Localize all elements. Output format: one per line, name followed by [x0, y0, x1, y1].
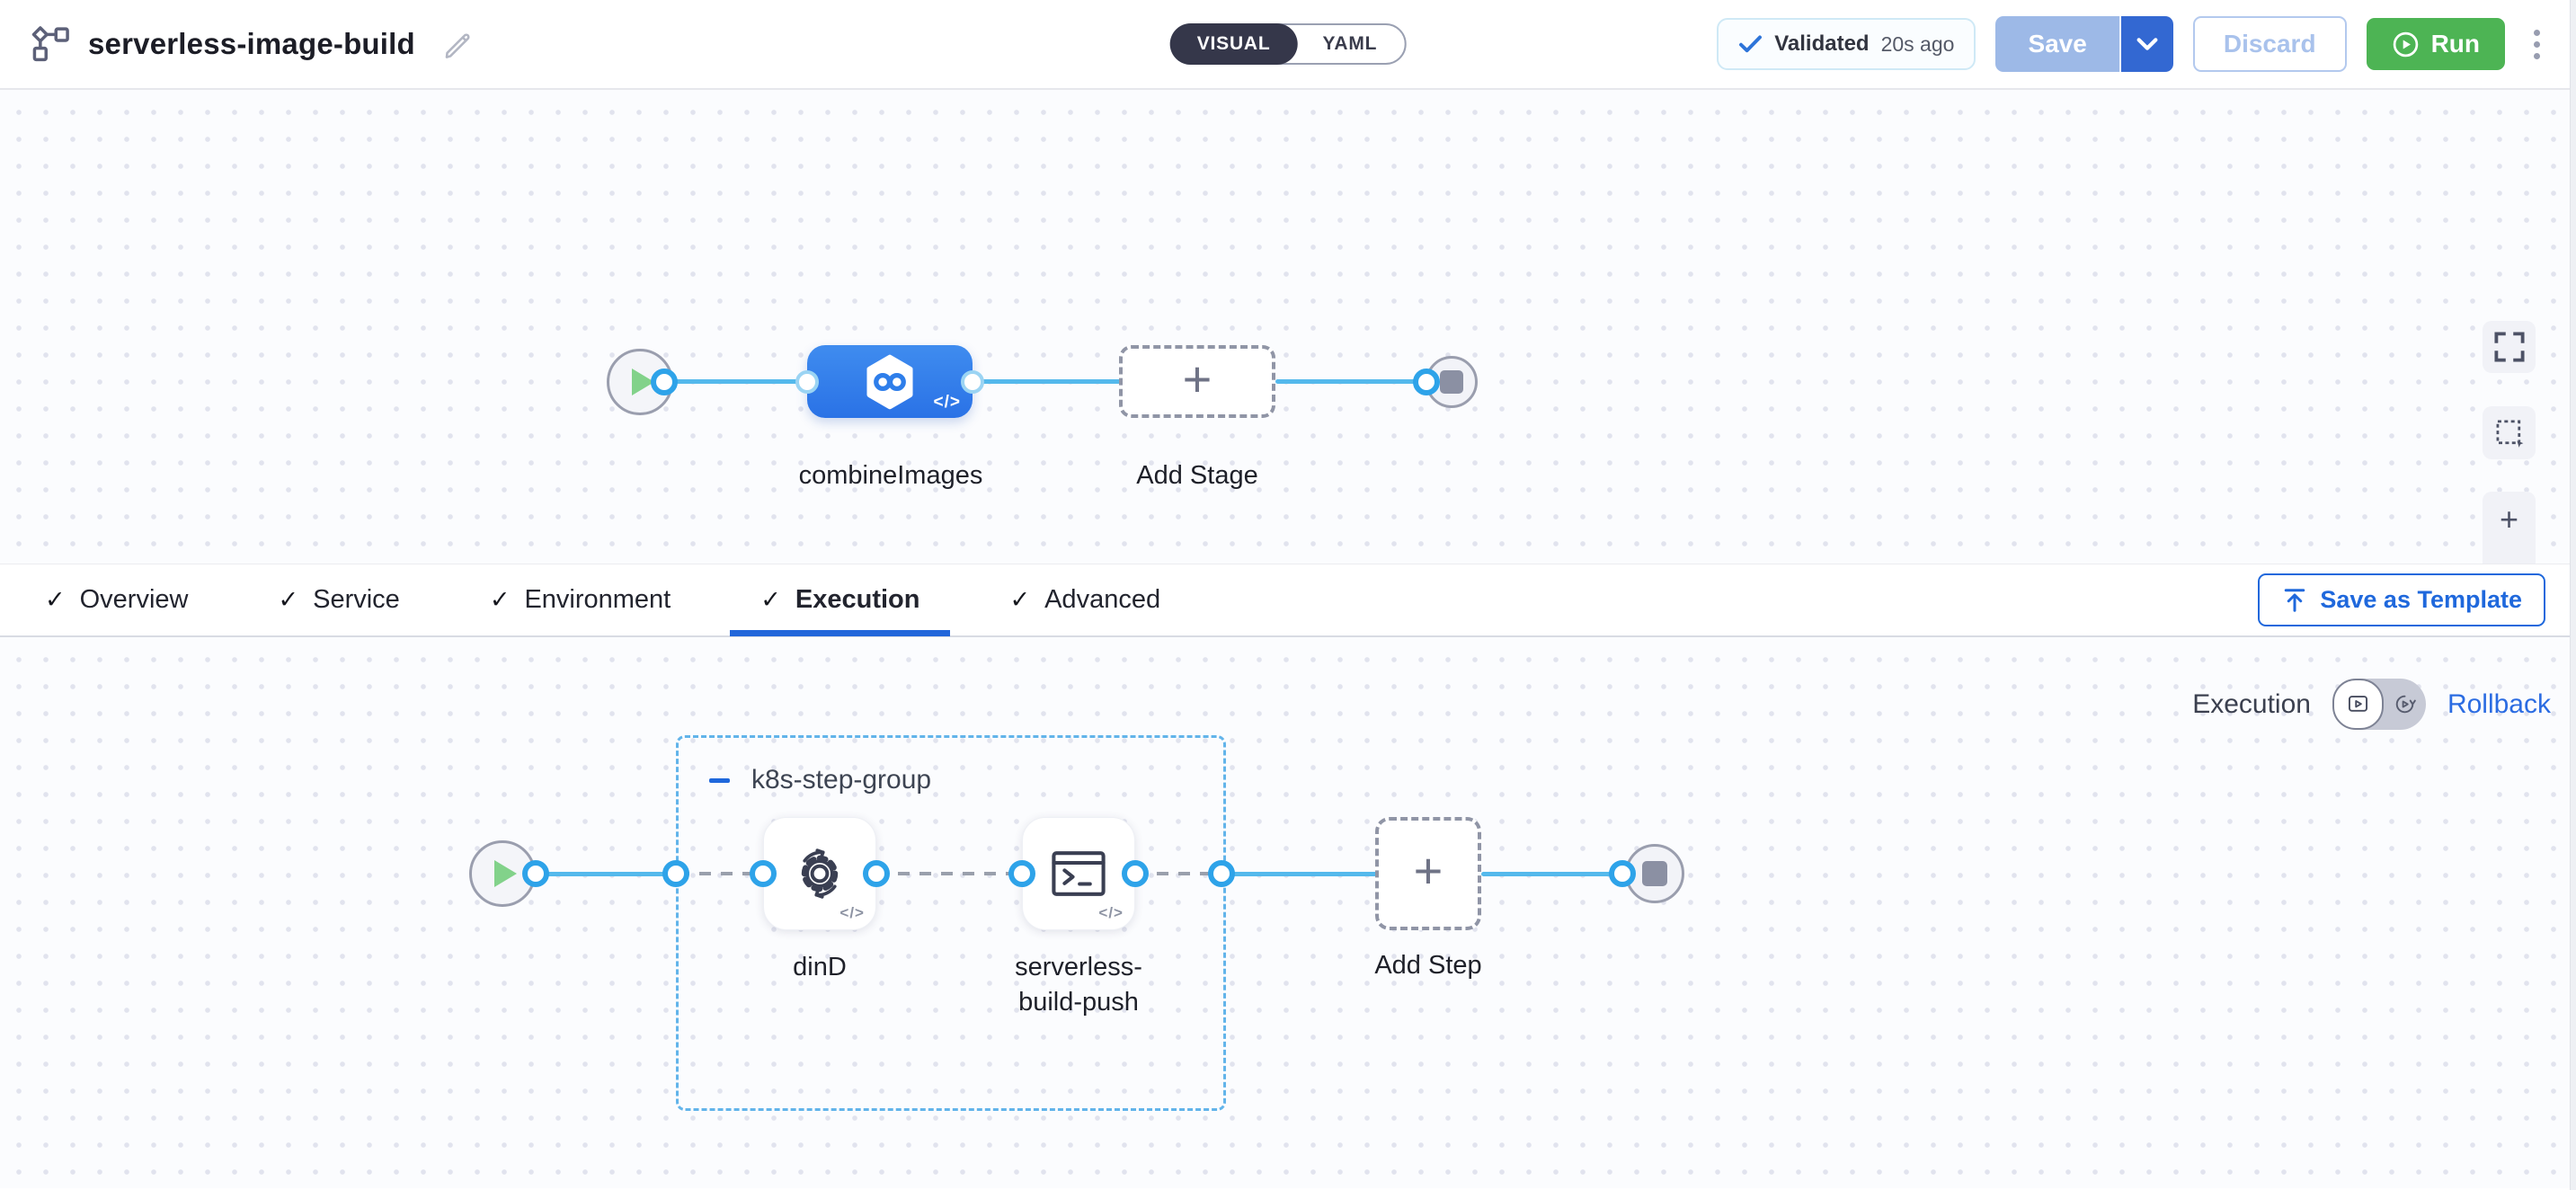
- add-stage-node[interactable]: +: [1119, 345, 1275, 418]
- step-node-serverless-build-push[interactable]: </>: [1022, 817, 1135, 930]
- stage-type-icon: [864, 354, 916, 410]
- tab-label: Execution: [795, 585, 920, 615]
- tab-service[interactable]: ✓ Service: [278, 564, 399, 635]
- header: serverless-image-build VISUAL YAML Valid…: [0, 0, 2576, 90]
- connector-line: [664, 379, 809, 384]
- connector-port[interactable]: [651, 369, 678, 395]
- add-step-node[interactable]: +: [1375, 817, 1481, 930]
- step-group-k8s[interactable]: k8s-step-group: [676, 735, 1226, 1111]
- connector-port[interactable]: [1008, 860, 1035, 887]
- connector-dashed-line: [876, 872, 1022, 875]
- validated-badge[interactable]: Validated 20s ago: [1717, 18, 1976, 70]
- chevron-down-icon: [2136, 37, 2158, 51]
- tab-advanced[interactable]: ✓ Advanced: [1009, 564, 1160, 635]
- connector-line: [1275, 379, 1428, 384]
- gear-sync-icon: [786, 840, 853, 907]
- execution-toggle-knob[interactable]: [2332, 679, 2384, 730]
- collapse-group-icon[interactable]: [709, 778, 730, 783]
- toggle-yaml[interactable]: YAML: [1296, 25, 1405, 63]
- stage-tabbar: ✓ Overview ✓ Service ✓ Environment ✓ Exe…: [0, 564, 2576, 637]
- validated-label: Validated: [1774, 31, 1869, 57]
- save-as-template-label: Save as Template: [2320, 586, 2522, 614]
- tab-check-icon: ✓: [490, 586, 511, 614]
- multi-select-button[interactable]: [2483, 406, 2536, 459]
- terminal-icon: [1046, 841, 1111, 906]
- header-actions: Validated 20s ago Save Discard Run: [1717, 16, 2549, 72]
- pipeline-title-group: serverless-image-build: [27, 24, 475, 64]
- add-stage-label: Add Stage: [1136, 458, 1257, 493]
- connector-port[interactable]: [1208, 860, 1235, 887]
- fit-screen-icon: [2492, 329, 2527, 365]
- page-title: serverless-image-build: [88, 27, 415, 61]
- add-step-label: Add Step: [1374, 948, 1481, 983]
- execution-mode-row: Execution Rollback: [2192, 679, 2551, 730]
- selection-icon: [2492, 415, 2527, 451]
- connector-port[interactable]: [795, 370, 819, 394]
- tab-overview[interactable]: ✓ Overview: [45, 564, 188, 635]
- run-label: Run: [2431, 30, 2480, 58]
- connector-port[interactable]: [662, 860, 689, 887]
- tab-check-icon: ✓: [1009, 586, 1030, 614]
- validated-time: 20s ago: [1881, 32, 1955, 57]
- execution-rollback-toggle[interactable]: [2332, 679, 2426, 730]
- upload-icon: [2281, 587, 2308, 614]
- connector-line: [973, 379, 1121, 384]
- stage-node-combineimages[interactable]: </>: [807, 345, 973, 418]
- execution-steps-icon: [2346, 692, 2370, 716]
- scrollbar[interactable]: [2570, 0, 2576, 1190]
- connector-port[interactable]: [1122, 860, 1149, 887]
- connector-port[interactable]: [1609, 860, 1636, 887]
- fit-to-screen-button[interactable]: [2483, 321, 2536, 373]
- connector-port[interactable]: [522, 860, 549, 887]
- run-play-icon: [2392, 31, 2420, 58]
- tab-check-icon: ✓: [760, 586, 781, 614]
- tab-label: Advanced: [1044, 585, 1160, 615]
- rollback-label[interactable]: Rollback: [2447, 689, 2551, 720]
- connector-line: [534, 872, 678, 876]
- connector-port[interactable]: [863, 860, 890, 887]
- end-stop-icon: [1642, 861, 1667, 886]
- rollback-icon: [2393, 692, 2417, 716]
- connector-port[interactable]: [961, 370, 984, 394]
- visual-yaml-toggle: VISUAL YAML: [1170, 23, 1407, 65]
- discard-button[interactable]: Discard: [2193, 16, 2347, 72]
- step-group-header: k8s-step-group: [709, 765, 931, 795]
- step-group-label: k8s-step-group: [751, 765, 931, 795]
- check-icon: [1738, 34, 1763, 54]
- code-badge: </>: [1098, 904, 1124, 922]
- rollback-toggle-side[interactable]: [2384, 692, 2426, 716]
- connector-port[interactable]: [1413, 369, 1440, 395]
- code-badge: </>: [839, 904, 865, 922]
- tab-check-icon: ✓: [278, 586, 298, 614]
- toggle-visual[interactable]: VISUAL: [1170, 23, 1298, 65]
- pipeline-icon: [27, 24, 70, 64]
- run-button[interactable]: Run: [2367, 18, 2505, 70]
- zoom-in-button[interactable]: +: [2483, 492, 2536, 548]
- edit-title-icon[interactable]: [444, 29, 475, 59]
- stage-canvas[interactable]: </> + combineImages Add Stage + −: [0, 90, 2576, 564]
- connector-port[interactable]: [750, 860, 777, 887]
- tab-check-icon: ✓: [45, 586, 66, 614]
- save-split-button: Save: [1995, 16, 2172, 72]
- execution-mode-label: Execution: [2192, 689, 2311, 720]
- code-badge: </>: [934, 393, 961, 413]
- tab-environment[interactable]: ✓ Environment: [490, 564, 671, 635]
- connector-line: [1481, 872, 1624, 876]
- tab-label: Service: [313, 585, 400, 615]
- save-options-button[interactable]: [2119, 16, 2173, 72]
- save-button[interactable]: Save: [1995, 16, 2119, 72]
- stage-label: combineImages: [799, 458, 983, 493]
- tab-execution[interactable]: ✓ Execution: [760, 564, 919, 635]
- execution-canvas[interactable]: Execution Rollback k8s-step-group: [0, 637, 2576, 1188]
- tab-label: Overview: [80, 585, 189, 615]
- end-stop-icon: [1440, 370, 1463, 394]
- more-options-icon[interactable]: [2525, 24, 2549, 65]
- start-play-icon: [494, 860, 517, 887]
- step-label-serverless: serverless-build-push: [989, 950, 1168, 1020]
- save-as-template-button[interactable]: Save as Template: [2258, 573, 2545, 626]
- connector-line: [1221, 872, 1377, 876]
- step-label-dind: dinD: [793, 950, 847, 985]
- step-node-dind[interactable]: </>: [763, 817, 876, 930]
- tab-label: Environment: [524, 585, 671, 615]
